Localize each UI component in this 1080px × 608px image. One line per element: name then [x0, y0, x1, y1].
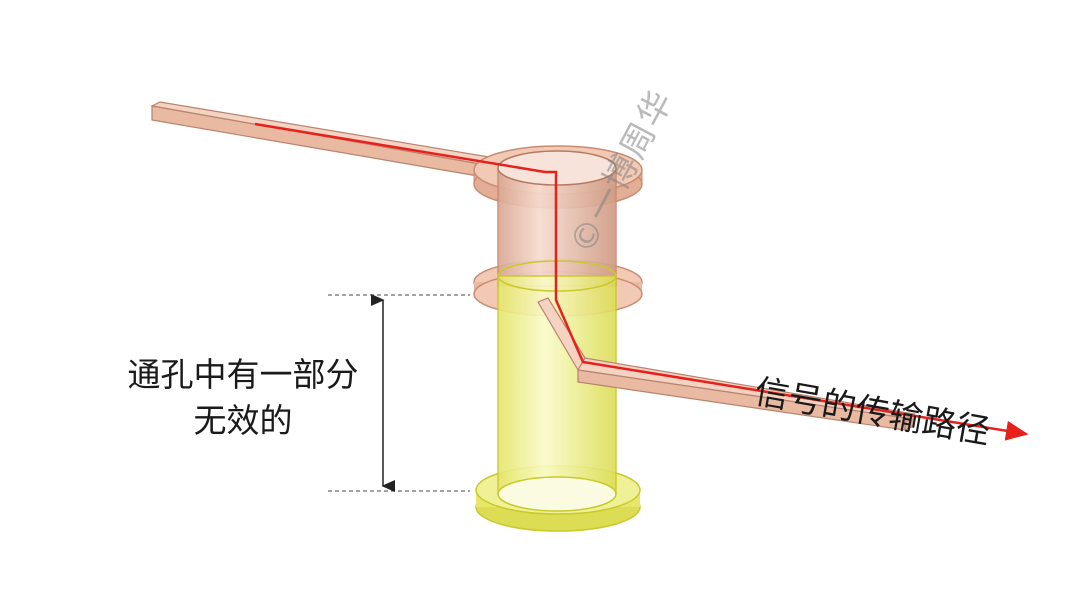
stub-annotation-line1: 通孔中有一部分	[127, 355, 359, 394]
stub-annotation-line2: 无效的	[193, 401, 293, 440]
stub-dimension	[328, 294, 470, 492]
top-trace	[150, 101, 498, 177]
stub-annotation: 通孔中有一部分 无效的	[108, 352, 378, 444]
signal-path-line	[254, 122, 1029, 441]
